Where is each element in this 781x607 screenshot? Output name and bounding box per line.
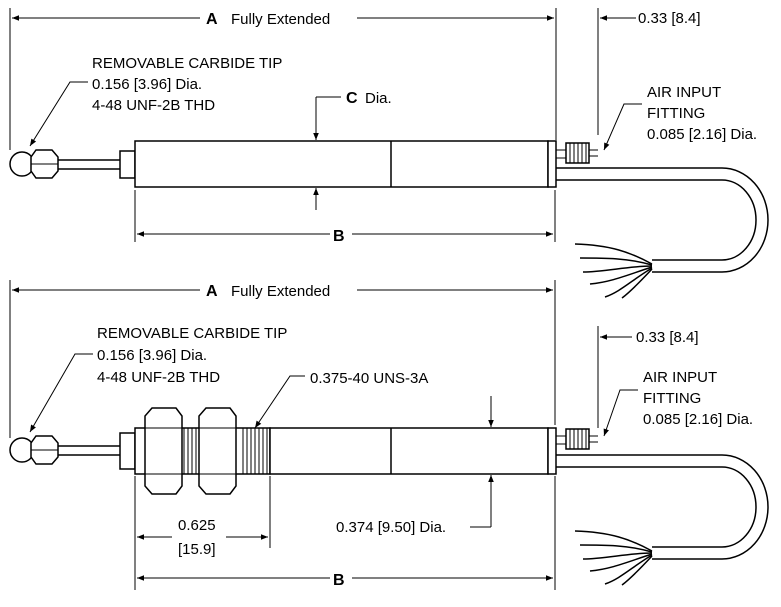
thread-label: 0.375-40 UNS-3A — [310, 370, 428, 387]
hex-nut-rear — [198, 407, 237, 495]
bottom-view: A Fully Extended 0.33 [8.4] REMOVABLE CA… — [9, 280, 769, 590]
air-fitting-spring — [556, 142, 598, 164]
air-leader — [603, 389, 638, 437]
cable-inner — [556, 466, 757, 548]
dia-0374-label: 0.374 [9.50] Dia. — [336, 519, 446, 536]
c-dia-text: Dia. — [365, 90, 392, 107]
dim-a-text: Fully Extended — [231, 11, 330, 28]
wire-fan — [574, 243, 653, 299]
front-collar — [119, 150, 136, 179]
tip-label-line2: 0.156 [3.96] Dia. — [97, 347, 207, 364]
tip-leader — [29, 353, 93, 433]
tip-label-line2: 0.156 [3.96] Dia. — [92, 76, 202, 93]
air-label-line2: FITTING — [643, 390, 701, 407]
dim-033-label: 0.33 [8.4] — [636, 329, 699, 346]
dim-0625-line2: [15.9] — [178, 541, 216, 558]
tip-label-line3: 4-48 UNF-2B THD — [92, 97, 215, 114]
cable-outer — [556, 454, 769, 560]
air-label-line2: FITTING — [647, 105, 705, 122]
thread-leader — [254, 375, 305, 429]
air-label-line1: AIR INPUT — [643, 369, 717, 386]
probe-body — [269, 427, 549, 475]
tip-label-line3: 4-48 UNF-2B THD — [97, 369, 220, 386]
probe-body — [134, 140, 549, 188]
rear-end-cap — [547, 427, 557, 475]
dim-033-label: 0.33 [8.4] — [638, 10, 701, 27]
rear-end-cap — [547, 140, 557, 188]
hex-nut-front — [144, 407, 183, 495]
c-dia-letter: C — [346, 90, 358, 107]
air-fitting-spring — [556, 428, 598, 450]
cable-inner — [556, 179, 757, 261]
cable-outer — [556, 167, 769, 273]
air-leader — [603, 103, 642, 151]
dim-a-text: Fully Extended — [231, 283, 330, 300]
air-label-line3: 0.085 [2.16] Dia. — [643, 411, 753, 428]
dim-0625-line1: 0.625 — [178, 517, 216, 534]
air-label-line1: AIR INPUT — [647, 84, 721, 101]
tip-leader — [29, 81, 88, 147]
top-view: A Fully Extended 0.33 [8.4] REMOVABLE CA… — [9, 8, 769, 299]
air-label-line3: 0.085 [2.16] Dia. — [647, 126, 757, 143]
dim-b-letter: B — [333, 572, 345, 589]
dim-a-letter: A — [206, 11, 218, 28]
wire-fan — [574, 530, 653, 586]
tip-label-line1: REMOVABLE CARBIDE TIP — [97, 325, 287, 342]
dim-a-letter: A — [206, 283, 218, 300]
thread-lines — [183, 428, 268, 474]
tip-label-line1: REMOVABLE CARBIDE TIP — [92, 55, 282, 72]
dim-b-letter: B — [333, 228, 345, 245]
front-collar — [119, 432, 136, 470]
